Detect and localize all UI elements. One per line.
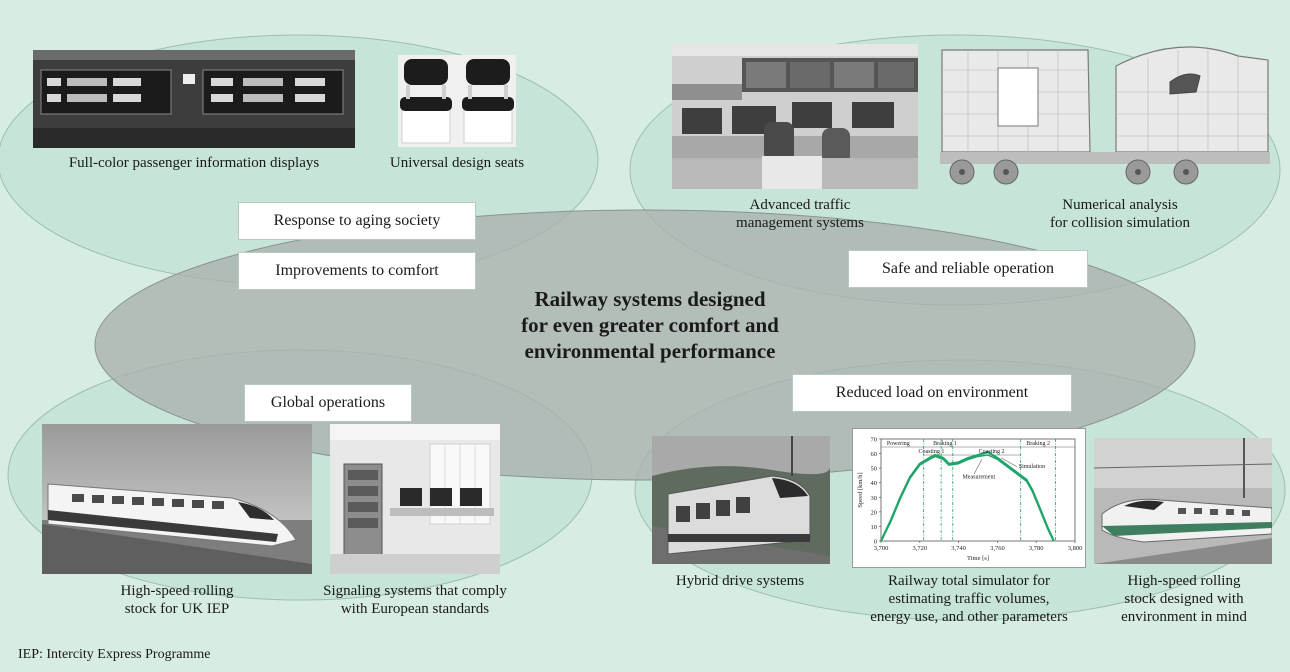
caption-shinkansen: High-speed rolling stock designed with e… [1094, 572, 1274, 626]
caption-traffic-management: Advanced traffic management systems [700, 196, 900, 232]
caption-collision-line-1: Numerical analysis [1062, 197, 1178, 213]
center-title-line-3: environmental performance [524, 339, 776, 363]
caption-shinkansen-line-3: environment in mind [1121, 609, 1247, 625]
chart-xlabel: Time [s] [967, 555, 989, 562]
photo-passenger-displays [33, 50, 355, 148]
center-title: Railway systems designed for even greate… [430, 286, 870, 364]
chart-annotation-label: Simulation [1019, 464, 1045, 470]
caption-signaling-line-1: Signaling systems that comply [323, 583, 507, 599]
caption-hybrid: Hybrid drive systems [675, 573, 805, 589]
chart-phase-label: Powering [887, 441, 910, 447]
box-global-operations: Global operations [244, 384, 412, 422]
chart-ytick-label: 70 [871, 437, 878, 444]
chart-ytick-label: 60 [871, 451, 878, 458]
caption-simulator-line-1: Railway total simulator for [887, 573, 1051, 589]
caption-universal-seats: Universal design seats [389, 155, 525, 171]
box-reduced-load: Reduced load on environment [792, 374, 1072, 412]
box-comfort: Improvements to comfort [238, 252, 476, 290]
chart-xtick-label: 3,700 [874, 545, 889, 552]
caption-collision-simulation: Numerical analysis for collision simulat… [1020, 196, 1220, 232]
caption-shinkansen-line-2: stock designed with [1124, 591, 1244, 607]
chart-xtick-label: 3,780 [1029, 545, 1044, 552]
photo-shinkansen [1094, 438, 1272, 564]
chart-xtick-label: 3,740 [951, 545, 966, 552]
chart-annotation-leader [1001, 457, 1017, 467]
chart-ytick-label: 10 [871, 524, 878, 531]
chart-speed-profile: 0 10 20 30 40 50 60 70 3,700 3,720 3,740 3,760 3,780… [852, 428, 1086, 568]
center-title-line-2: for even greater comfort and [521, 313, 779, 337]
chart-ytick-label: 40 [871, 480, 878, 487]
center-title-line-1: Railway systems designed [534, 287, 766, 311]
footnote: IEP: Intercity Express Programme [18, 647, 211, 662]
caption-signaling: Signaling systems that comply with Europ… [300, 582, 530, 618]
chart-xtick-label: 3,760 [990, 545, 1005, 552]
chart-annotation-leader [973, 459, 983, 475]
caption-simulator-line-2: estimating traffic volumes, [888, 591, 1050, 607]
photo-signaling-room [330, 424, 500, 574]
chart-ytick-label: 50 [871, 466, 878, 473]
photo-traffic-management [672, 44, 918, 189]
chart-phase-label: Braking 2 [1026, 441, 1050, 447]
chart-ylabel: Speed [km/h] [857, 472, 864, 507]
chart-series-line-measurement [880, 454, 1055, 542]
caption-shinkansen-line-1: High-speed rolling [1127, 573, 1241, 589]
chart-phase-label: Coasting 2 [979, 449, 1005, 455]
caption-simulator: Railway total simulator for estimating t… [840, 572, 1098, 626]
photo-uk-iep-train [42, 424, 312, 574]
caption-uk-iep: High-speed rolling stock for UK IEP [82, 582, 272, 618]
caption-iep-line-2: stock for UK IEP [124, 601, 230, 617]
chart-xtick-label: 3,800 [1068, 545, 1083, 552]
caption-traffic-line-1: Advanced traffic [749, 197, 851, 213]
chart-series-line-simulation [880, 451, 1055, 542]
chart-ytick-label: 30 [871, 495, 878, 502]
box-aging-society: Response to aging society [238, 202, 476, 240]
box-safe-operation: Safe and reliable operation [848, 250, 1088, 288]
chart-phase-label: Braking 1 [933, 441, 957, 447]
chart-plot-frame [880, 438, 1076, 542]
chart-ytick-label: 20 [871, 509, 878, 516]
caption-passenger-displays: Full-color passenger information display… [68, 155, 320, 171]
caption-collision-line-2: for collision simulation [1050, 215, 1190, 231]
caption-iep-line-1: High-speed rolling [120, 583, 234, 599]
caption-traffic-line-2: management systems [736, 215, 864, 231]
photo-collision-simulation [938, 40, 1272, 190]
chart-phase-label: Coasting 1 [919, 449, 945, 455]
chart-xtick-label: 3,720 [912, 545, 927, 552]
chart-annotation-label: Measurement [962, 474, 995, 480]
chart-ytick-label: 0 [874, 539, 877, 546]
chart-svg: 0 10 20 30 40 50 60 70 3,700 3,720 3,740 3,760 3,780… [857, 437, 1083, 563]
caption-simulator-line-3: energy use, and other parameters [870, 609, 1068, 625]
caption-signaling-line-2: with European standards [340, 601, 490, 617]
photo-universal-seats [398, 55, 516, 147]
photo-hybrid-train [652, 436, 830, 564]
